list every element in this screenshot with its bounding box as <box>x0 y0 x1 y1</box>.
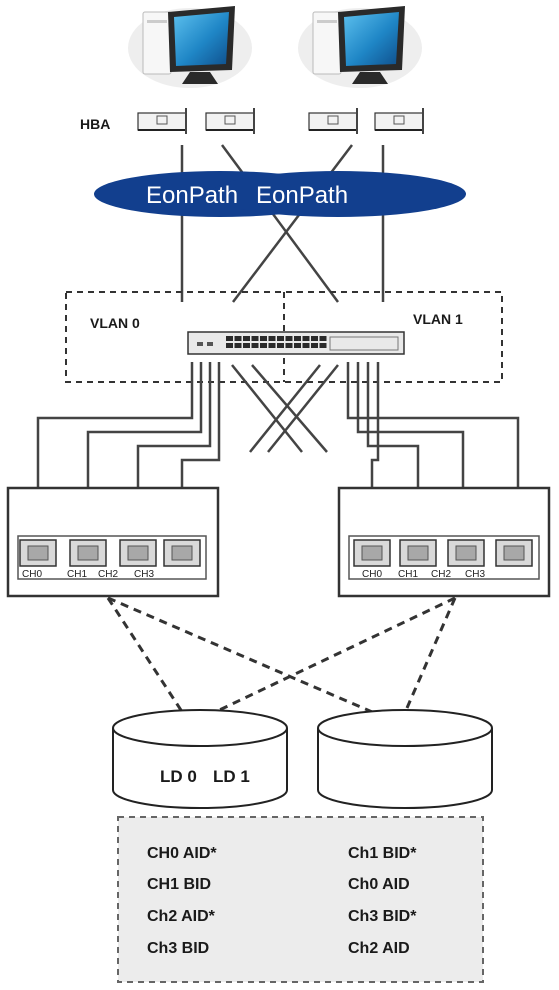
switch-port <box>251 336 259 341</box>
switch-port <box>302 343 310 348</box>
channel-id-right: Ch0 AID <box>348 876 410 893</box>
port-label: CH1 <box>398 569 418 580</box>
host-cabling <box>180 144 385 303</box>
switch-port <box>234 343 242 348</box>
ld-1-label: LD 1 <box>213 767 250 786</box>
channel-id-left: CH0 AID* <box>147 845 217 862</box>
ethernet-jack-icon <box>171 545 193 561</box>
vlan-1-label: VLAN 1 <box>413 311 463 327</box>
switch-port <box>234 336 242 341</box>
channel-id-left: Ch2 AID* <box>147 908 216 925</box>
switch-port <box>311 336 318 341</box>
switch-port <box>319 336 327 341</box>
port-label: CH2 <box>431 569 451 580</box>
switch-port <box>285 336 293 341</box>
switch-port <box>243 343 250 348</box>
vlan-0-label: VLAN 0 <box>90 315 140 331</box>
port-label: CH3 <box>134 569 154 580</box>
switch-port <box>226 336 233 341</box>
ethernet-port <box>19 539 57 567</box>
ethernet-jack-icon <box>503 545 525 561</box>
hba-card <box>205 108 255 134</box>
logical-drive-cylinder-left <box>112 709 288 809</box>
network-switch <box>187 331 405 355</box>
switch-port <box>302 336 310 341</box>
switch-port <box>243 336 250 341</box>
channel-id-right: Ch1 BID* <box>348 845 417 862</box>
switch-port <box>226 343 233 348</box>
ethernet-jack-icon <box>27 545 49 561</box>
ethernet-jack-icon <box>77 545 99 561</box>
switch-port <box>285 343 293 348</box>
channel-id-left: CH1 BID <box>147 876 211 893</box>
vlan-box <box>65 291 503 383</box>
channel-id-left: Ch3 BID <box>147 940 209 957</box>
switch-port <box>319 343 327 348</box>
switch-port <box>277 336 284 341</box>
channel-id-table <box>117 816 484 983</box>
ld-0-label: LD 0 <box>160 767 197 786</box>
switch-port <box>277 343 284 348</box>
port-label: CH0 <box>362 569 382 580</box>
channel-id-right: Ch3 BID* <box>348 908 417 925</box>
hba-card <box>308 108 358 134</box>
switch-port <box>294 343 301 348</box>
storage-controller-left: CH0 CH1 CH2 CH3 <box>6 486 220 598</box>
host-computer-left <box>128 6 252 88</box>
eonpath-label-right: EonPath <box>256 182 348 209</box>
switch-port <box>311 343 318 348</box>
port-label: CH3 <box>465 569 485 580</box>
channel-id-right: Ch2 AID <box>348 940 410 957</box>
hba-card <box>137 108 187 134</box>
ethernet-jack-icon <box>455 545 477 561</box>
switch-port <box>268 336 276 341</box>
switch-port <box>260 336 267 341</box>
port-label: CH1 <box>67 569 87 580</box>
switch-port <box>251 343 259 348</box>
ethernet-jack-icon <box>361 545 383 561</box>
controller-cabling <box>36 362 520 540</box>
hba-card <box>374 108 424 134</box>
host-computer-right <box>298 6 422 88</box>
switch-port <box>260 343 267 348</box>
drive-links <box>106 596 457 726</box>
switch-port <box>268 343 276 348</box>
port-label: CH0 <box>22 569 42 580</box>
storage-controller-right: CH0 CH1 CH2 CH3 <box>337 486 551 598</box>
hba-label: HBA <box>80 116 110 132</box>
ethernet-jack-icon <box>127 545 149 561</box>
ethernet-jack-icon <box>407 545 429 561</box>
eonpath-ellipse-right <box>210 171 466 217</box>
logical-drive-cylinder-right <box>317 709 493 809</box>
switch-port <box>294 336 301 341</box>
port-label: CH2 <box>98 569 118 580</box>
eonpath-label-left: EonPath <box>146 182 238 209</box>
